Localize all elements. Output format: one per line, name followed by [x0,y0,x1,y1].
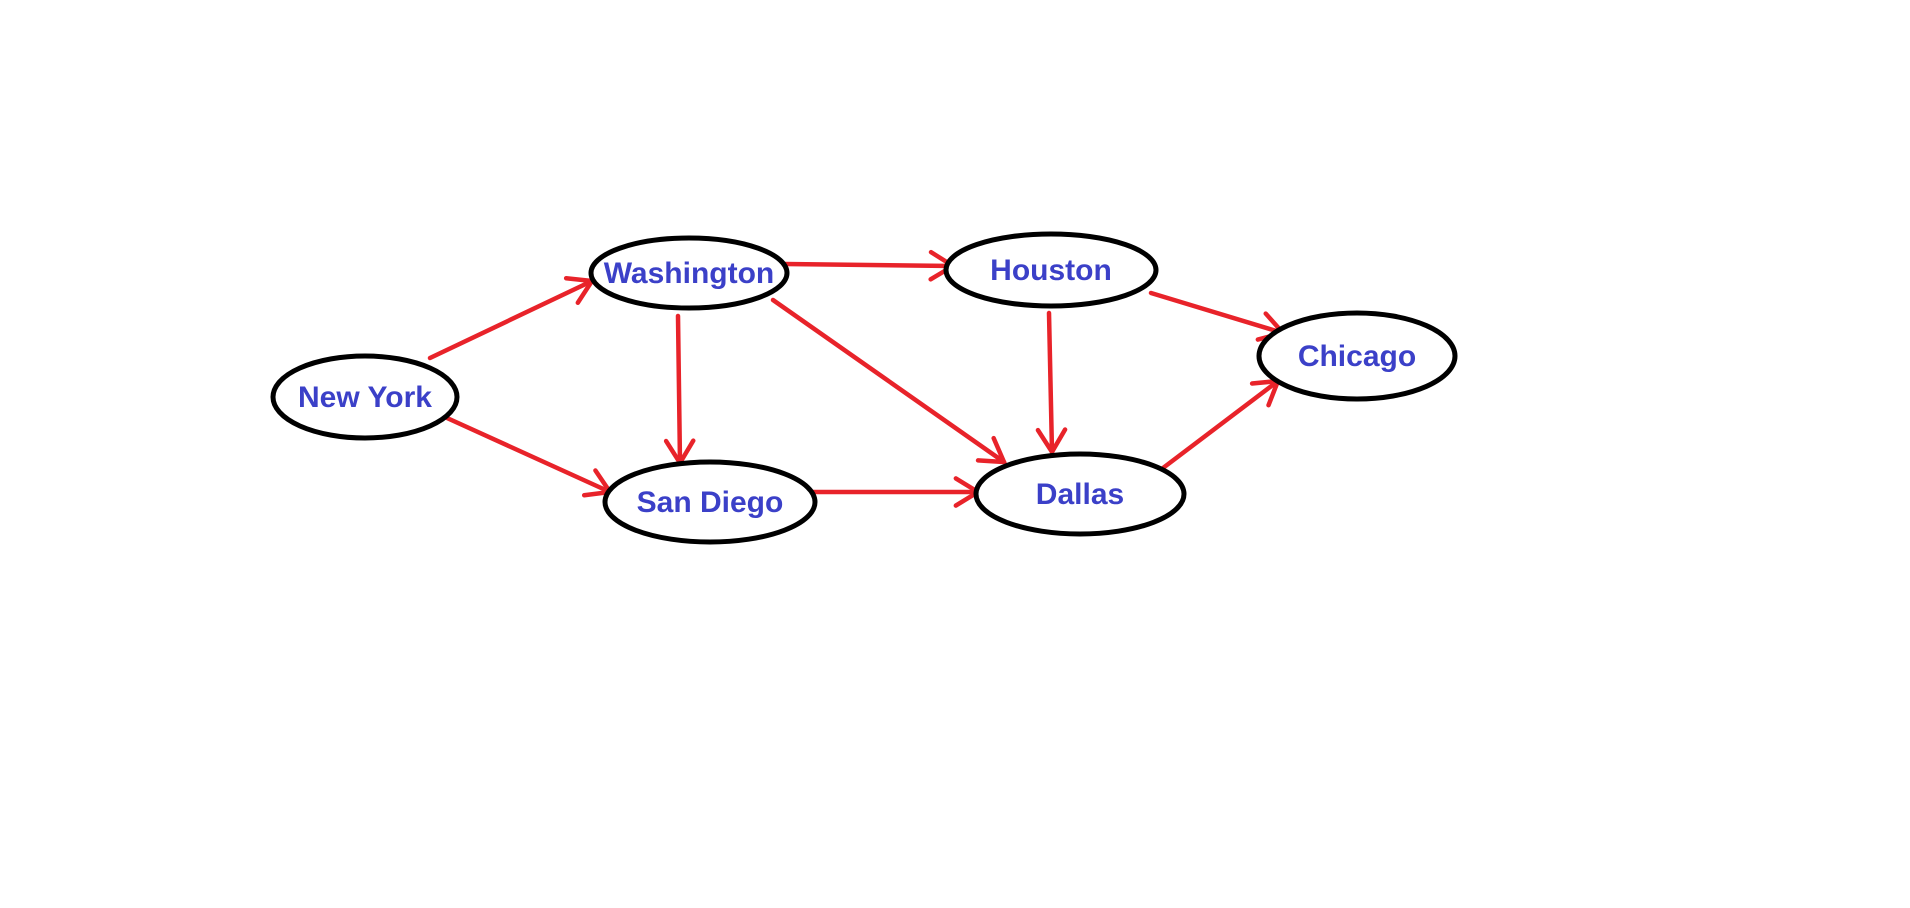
node-label: Chicago [1298,340,1416,373]
edge-line [675,313,683,466]
node-label: New York [298,381,432,414]
edge-san-diego-to-dallas [809,476,983,508]
edge-line [1160,378,1281,471]
edge-washington-to-houston [782,249,958,282]
node-new-york: New York [270,353,460,441]
edge-houston-to-dallas [1035,310,1068,457]
edge-houston-to-chicago [1148,290,1288,342]
edge-line [770,297,1007,465]
node-ellipse [943,231,1159,309]
edge-line [1046,310,1055,455]
node-dallas: Dallas [973,451,1187,537]
arrowhead [1035,427,1068,457]
node-label: Dallas [1036,478,1124,511]
edge-new-york-to-washington [427,275,596,361]
node-ellipse [588,235,790,311]
edge-washington-to-san-diego [663,313,696,468]
edge-line [427,278,595,361]
edge-dallas-to-chicago [1160,378,1282,471]
node-washington: Washington [588,235,790,311]
edge-line [782,261,956,269]
node-houston: Houston [943,231,1159,309]
edge-washington-to-dallas [770,297,1008,465]
node-san-diego: San Diego [602,459,818,545]
node-chicago: Chicago [1256,310,1458,402]
arrowhead [975,435,1008,465]
node-ellipse [1256,310,1458,402]
node-label: Washington [604,257,775,290]
node-ellipse [602,459,818,545]
node-ellipse [270,353,460,441]
edge-new-york-to-san-diego [444,415,614,498]
edge-line [444,415,613,495]
node-ellipse [973,451,1187,537]
node-label: Houston [990,254,1112,287]
node-label: San Diego [637,486,784,519]
edge-line [1148,290,1286,336]
